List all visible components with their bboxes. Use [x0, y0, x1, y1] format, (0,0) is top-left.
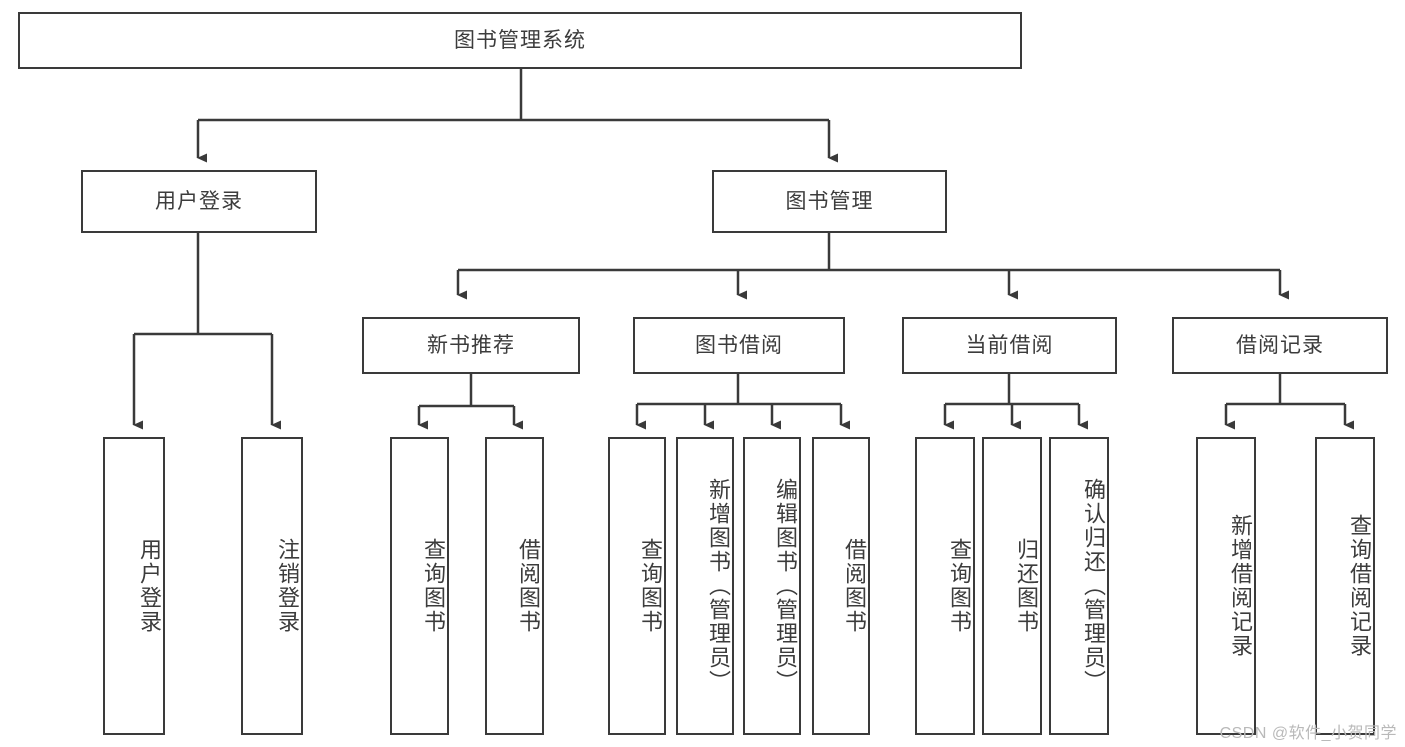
node-current-borrow[interactable]: 当前借阅: [902, 317, 1117, 374]
leaf-current-borrow-query-book[interactable]: 查询图书: [915, 437, 975, 735]
node-label: 借阅图书: [516, 538, 541, 634]
node-label: 借阅图书: [842, 538, 867, 634]
node-book-management[interactable]: 图书管理: [712, 170, 947, 233]
leaf-user-login-login[interactable]: 用户登录: [103, 437, 165, 735]
node-root-book-management-system[interactable]: 图书管理系统: [18, 12, 1022, 69]
leaf-new-book-borrow-book[interactable]: 借阅图书: [485, 437, 544, 735]
leaf-borrow-record-add-record[interactable]: 新增借阅记录: [1196, 437, 1256, 735]
leaf-book-borrow-query-book[interactable]: 查询图书: [608, 437, 666, 735]
node-label: 当前借阅: [965, 333, 1054, 357]
csdn-watermark: CSDN @软件_小贺同学: [1219, 725, 1397, 742]
leaf-borrow-record-query-record[interactable]: 查询借阅记录: [1315, 437, 1375, 735]
node-label: 注销登录: [275, 538, 300, 634]
node-label: 确认归还（管理员）: [1081, 478, 1106, 694]
node-label: 新书推荐: [427, 333, 515, 357]
leaf-book-borrow-borrow-book[interactable]: 借阅图书: [812, 437, 870, 735]
node-label: 归还图书: [1014, 538, 1039, 634]
node-label: 用户登录: [155, 189, 243, 213]
node-book-borrow[interactable]: 图书借阅: [633, 317, 845, 374]
leaf-book-borrow-add-book-admin[interactable]: 新增图书（管理员）: [676, 437, 734, 735]
leaf-current-borrow-confirm-return-admin[interactable]: 确认归还（管理员）: [1049, 437, 1109, 735]
node-label: 编辑图书（管理员）: [773, 478, 798, 694]
node-new-book-recommend[interactable]: 新书推荐: [362, 317, 580, 374]
node-borrow-record[interactable]: 借阅记录: [1172, 317, 1388, 374]
node-label: 查询图书: [947, 538, 972, 634]
leaf-new-book-query-book[interactable]: 查询图书: [390, 437, 449, 735]
leaf-user-login-logout[interactable]: 注销登录: [241, 437, 303, 735]
node-label: 借阅记录: [1236, 333, 1324, 357]
node-user-login[interactable]: 用户登录: [81, 170, 317, 233]
node-label: 查询图书: [421, 538, 446, 634]
leaf-current-borrow-return-book[interactable]: 归还图书: [982, 437, 1042, 735]
node-label: 查询图书: [638, 538, 663, 634]
node-label: 查询借阅记录: [1347, 514, 1372, 658]
leaf-book-borrow-edit-book-admin[interactable]: 编辑图书（管理员）: [743, 437, 801, 735]
node-label: 新增借阅记录: [1228, 514, 1253, 658]
node-label: 图书管理系统: [454, 28, 586, 52]
node-label: 新增图书（管理员）: [706, 478, 731, 694]
node-label: 用户登录: [137, 538, 162, 634]
node-label: 图书借阅: [695, 333, 783, 357]
node-label: 图书管理: [785, 189, 874, 213]
